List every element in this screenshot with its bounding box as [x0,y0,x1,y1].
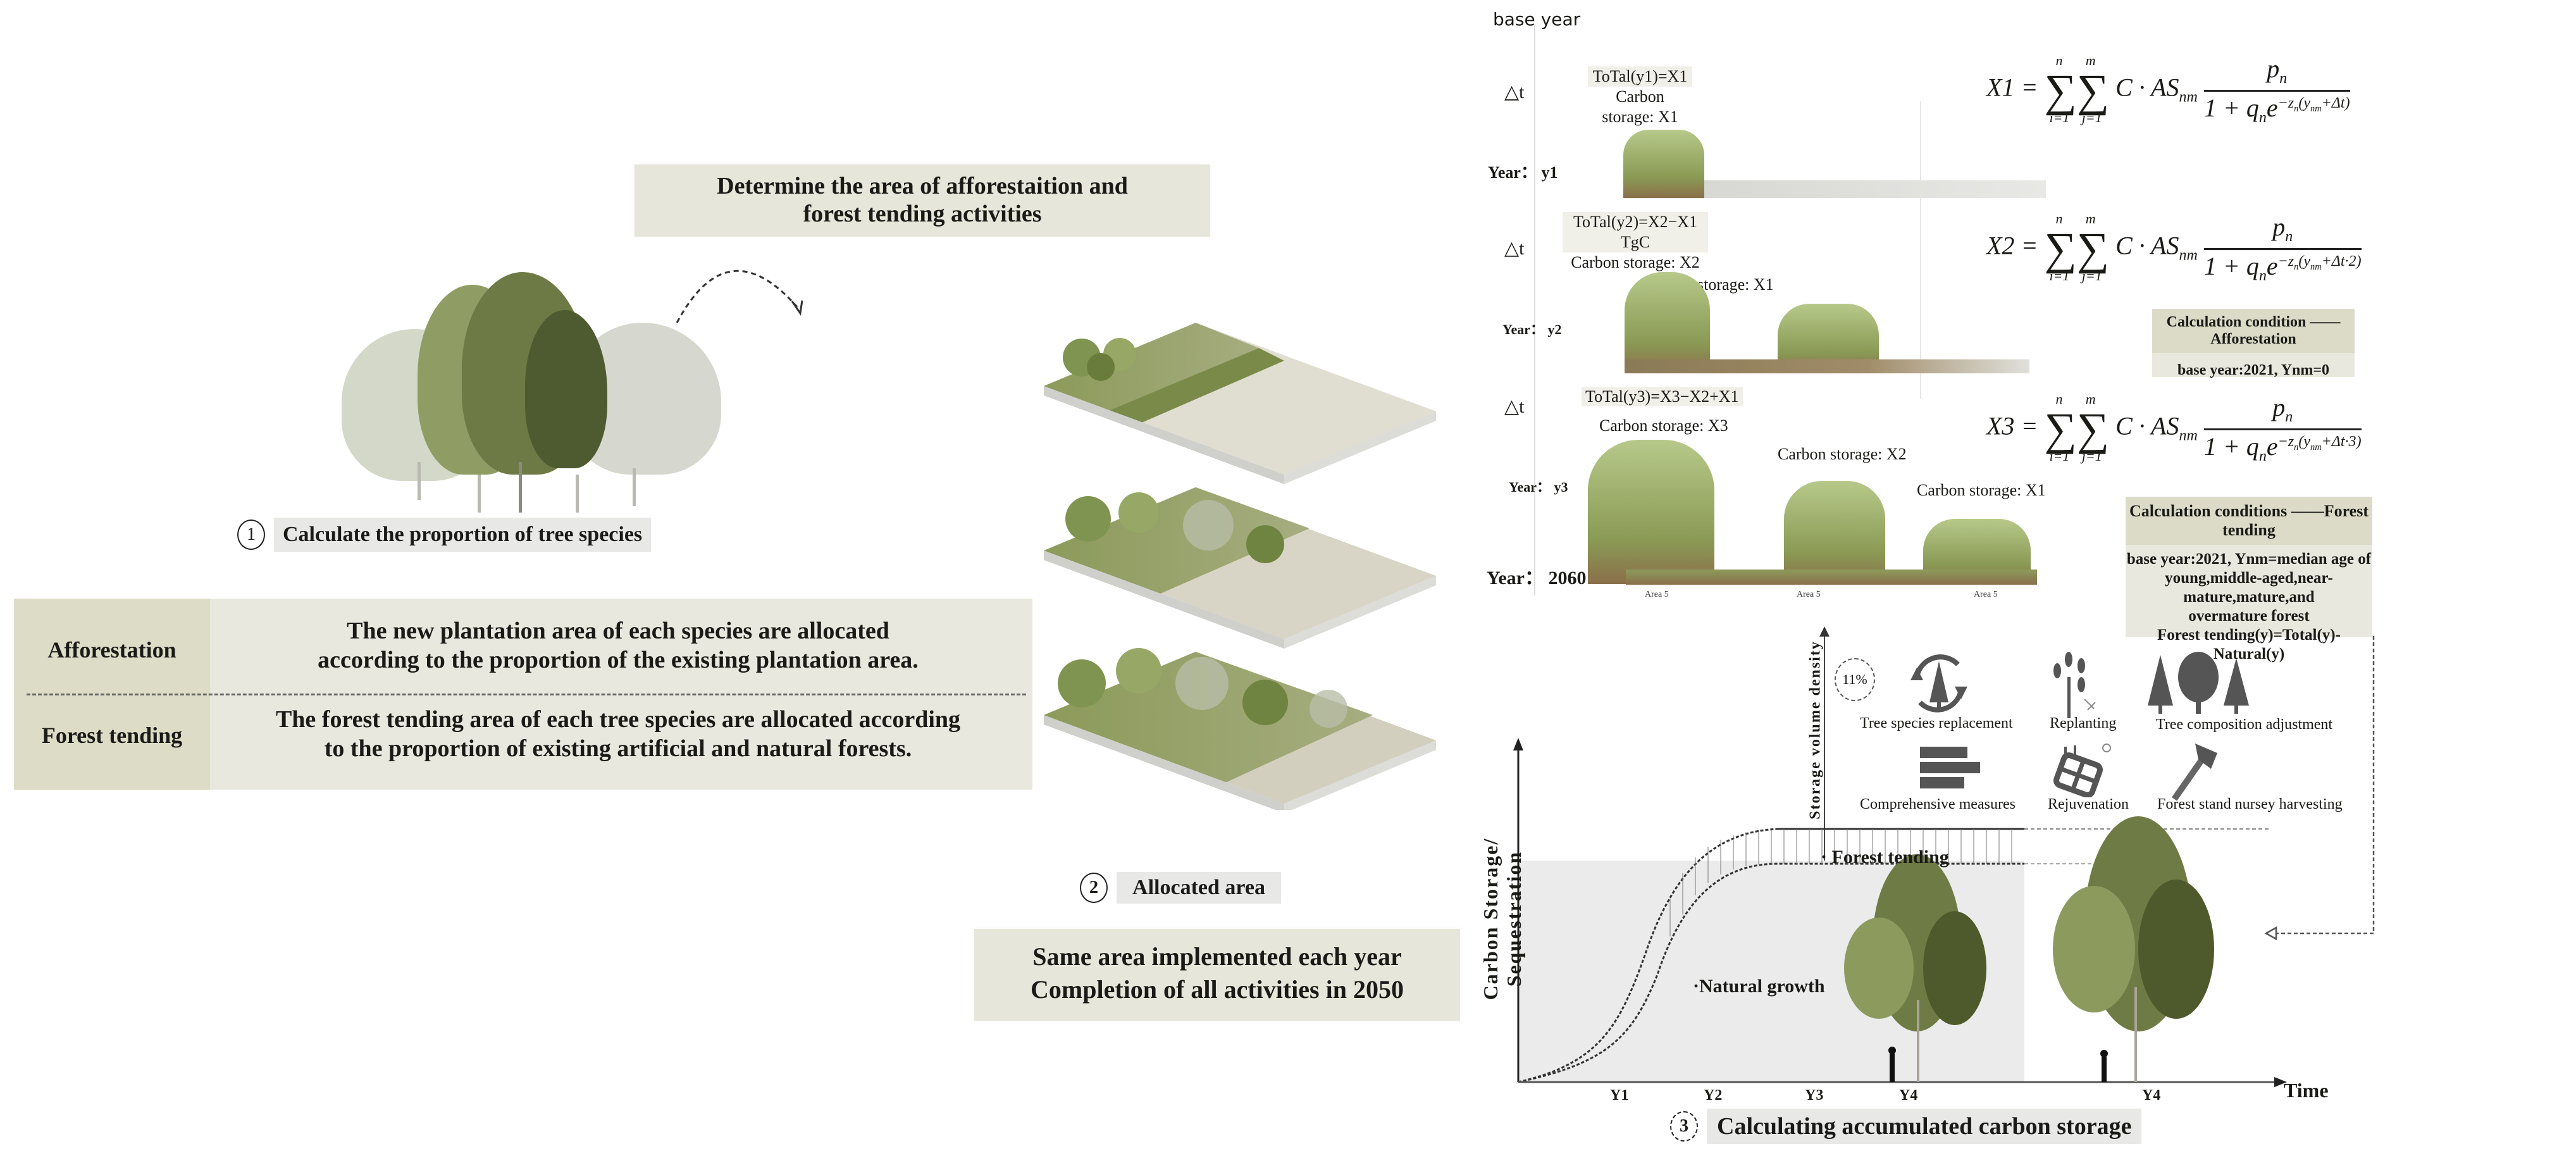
y2-forest-strip [1625,272,1710,373]
determine-area-box: Determine the area of afforestaition and… [635,165,1210,237]
y2-labels: ToTal(y2)=X2−X1 TgC Carbon storage: X2 [1563,212,1708,273]
year-y2-label: Year： y2 [1502,321,1562,337]
dashed-connector-arrow [2264,636,2375,940]
row-text-afforestation: The new plantation area of each species … [318,618,919,673]
stacked-bars-icon [1920,747,1980,788]
x-tick-label: Y4 [1899,1087,1918,1104]
y2-ground-strip [1625,359,2029,373]
row-text-forest-tending: The forest tending area of each tree spe… [275,706,961,762]
step1-heading: 1 Calculate the proportion of tree speci… [237,518,652,552]
y3-storage-x2: Carbon storage: X2 [1778,445,1907,463]
step-number-badge: 1 [237,520,265,550]
y1-ground-strip [1704,180,2046,198]
step3-heading: 3 Calculating accumulated carbon storage [1670,1109,2142,1144]
allocation-table: Afforestation The new plantation area of… [14,599,1032,790]
x-tick-label: Y1 [1610,1087,1629,1104]
curved-dashed-arrow [676,270,803,323]
step-number-badge: 3 [1670,1111,1698,1142]
forest-tending-condition-box: Calculation conditions ——Forest tending … [2126,497,2372,663]
storage-volume-arrow [1819,626,1830,637]
step-number-badge: 2 [1080,873,1108,903]
delta-t-label: △t [1504,238,1525,259]
step1-title: Calculate the proportion of tree species [274,518,652,552]
area-label: Area 5 [1645,590,1669,599]
carbon-storage-chart [1513,738,2287,1087]
area-label: Area 5 [1974,590,1998,599]
row-label-afforestation: Afforestation [47,637,176,663]
timeline-divider-line [1920,101,1921,399]
year-y3-label: Year： y3 [1509,479,1568,495]
y3-storage-x1: Carbon storage: X1 [1917,481,2046,499]
step3-title: Calculating accumulated carbon storage [1707,1109,2142,1144]
delta-t-label: △t [1504,396,1525,417]
row-label-forest-tending: Forest tending [41,723,183,748]
measure-label: Comprehensive measures [1860,796,2016,812]
area-label: Area 5 [1797,590,1821,599]
tree-cycle-icon [1910,654,1967,713]
x-tick-label: Y4 [2142,1087,2161,1104]
measure-label: Tree composition adjustment [2156,716,2333,733]
mixed-trees-icon [2148,652,2249,714]
delta-t-label: △t [1504,82,1525,103]
percentage-badge: 11% [1835,658,1875,701]
measure-label: Forest stand nursey harvesting [2157,796,2343,812]
schedule-box: Same area implemented each year Completi… [974,929,1460,1021]
y3-ground-strip [1626,570,2037,585]
allocated-area-plots [1044,323,1436,810]
tree-cluster-illustration [335,272,728,513]
afforestation-condition-box: Calculation condition ——Afforestation ba… [2152,309,2355,378]
axe-icon [2171,744,2217,801]
x-tick-label: Y2 [1704,1087,1723,1104]
y1-labels: ToTal(y1)=X1 Carbon storage: X1 [1588,66,1692,127]
measure-label: Rejuvenation [2048,796,2129,812]
year-2060-label: Year： 2060 [1487,568,1587,588]
plot-sprouts-icon [2053,744,2111,797]
measure-label: Tree species replacement [1860,715,2013,732]
y3-storage-x3: Carbon storage: X3 [1599,416,1728,435]
chart-x-axis-label: Time [2284,1079,2329,1102]
natural-growth-annotation: ·Natural growth [1693,976,1825,997]
storage-volume-axis [1824,633,1825,873]
step2-heading: 2 Allocated area [1080,872,1281,904]
y1-forest-strip [1623,130,1704,198]
year-y1-label: Year： y1 [1488,163,1558,182]
y3-total: ToTal(y3)=X3−X2+X1 [1582,387,1743,406]
step2-title: Allocated area [1117,872,1281,904]
y3-forest-strip-mid [1784,481,1885,584]
measure-label: Replanting [2050,715,2117,732]
y3-forest-strip-old [1588,440,1714,584]
x-tick-label: Y3 [1805,1087,1824,1104]
chart-y-axis-label: Carbon Storage/ Sequestration [1479,837,1525,1000]
base-year-label: base year [1493,9,1581,30]
sapling-shovel-icon [2053,652,2096,718]
timeline-axis-line [1534,25,1535,595]
forest-tending-annotation: · Forest tending [1821,847,1949,868]
